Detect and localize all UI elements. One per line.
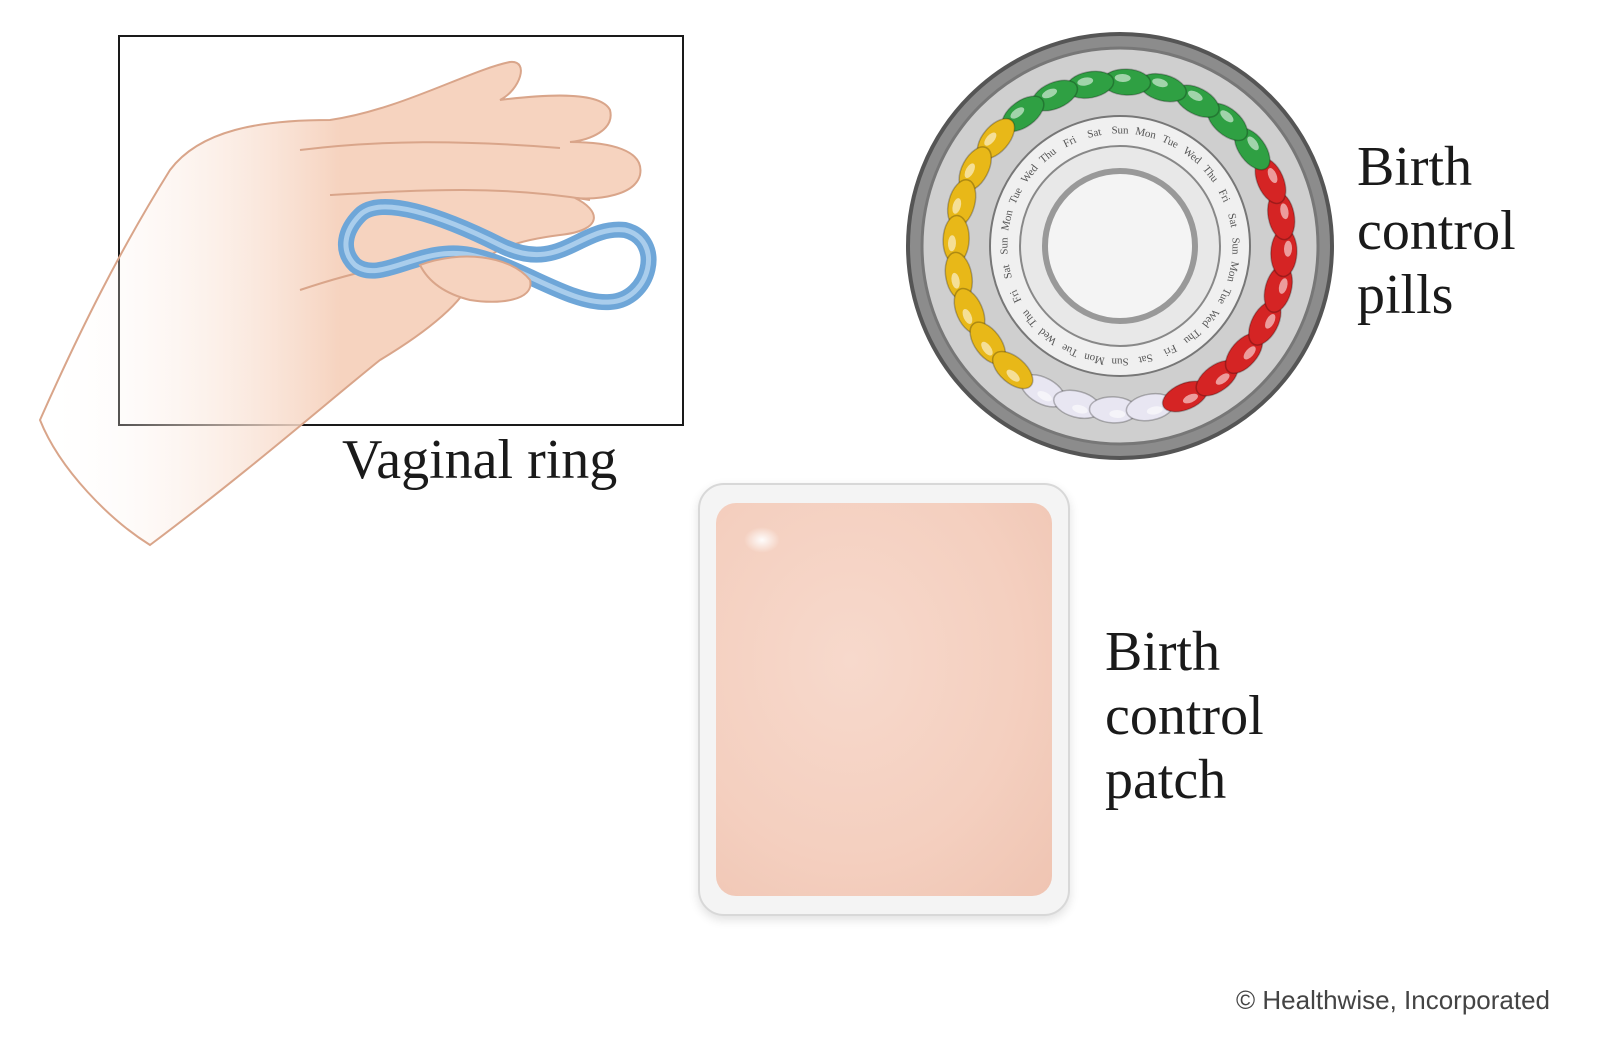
birth-control-pills-label: Birth control pills (1357, 135, 1516, 327)
pill-highlight (964, 163, 975, 178)
patch-shine (744, 527, 780, 553)
pill-day-label: Sun (1111, 355, 1129, 367)
pill-highlight (1284, 240, 1293, 257)
pill-highlight (1215, 373, 1230, 385)
pill-highlight (1247, 136, 1259, 151)
pill-highlight (1006, 369, 1020, 382)
birth-control-patch-label: Birth control patch (1105, 620, 1264, 812)
pill-highlight (1077, 77, 1094, 86)
pill-highlight (1146, 406, 1163, 415)
pill-highlight (1109, 410, 1126, 419)
patch-label-line-2: control (1105, 685, 1264, 747)
pill-highlight (951, 272, 960, 289)
pill-day-label: Mon (1134, 125, 1157, 141)
pill-day-label: Mon (1082, 350, 1105, 366)
pill-highlight (981, 341, 993, 356)
pill-pack-center-dial (1042, 168, 1198, 324)
pill-highlight (952, 198, 962, 214)
pill-highlight (1278, 278, 1288, 294)
pill-highlight (962, 308, 973, 324)
vaginal-ring-label: Vaginal ring (342, 429, 618, 491)
pill-day-label: Fri (1062, 134, 1079, 150)
pill-highlight (984, 132, 997, 146)
pill-day-label: Fri (1008, 288, 1024, 305)
pill-highlight (1188, 90, 1203, 101)
pill-day-label: Fri (1162, 342, 1179, 358)
pill-day-label: Sat (1000, 264, 1015, 280)
pills-label-line-2: control (1357, 200, 1516, 262)
pill-highlight (1182, 393, 1198, 404)
hand-shape (38, 60, 642, 547)
pill-day-label: Sun (1111, 125, 1129, 137)
pill-highlight (1152, 78, 1168, 88)
pill-highlight (1220, 110, 1234, 123)
patch-label-line-1: Birth (1105, 621, 1221, 683)
pill-highlight (1267, 168, 1278, 184)
pill-highlight (1010, 107, 1025, 119)
pill-highlight (1072, 404, 1088, 414)
patch-label-line-3: patch (1105, 749, 1227, 811)
patch-adhesive-area (716, 503, 1052, 896)
pill-highlight (1243, 346, 1256, 360)
pill-day-label: Sun (1229, 237, 1241, 255)
pill-highlight (947, 235, 956, 252)
birth-control-patch-illustration (698, 483, 1070, 916)
pill-day-label: Mon (999, 208, 1015, 231)
pill-day-label: Sat (1225, 212, 1240, 228)
pill-highlight (1114, 73, 1131, 82)
pills-label-line-3: pills (1357, 264, 1454, 326)
pill-highlight (1037, 391, 1052, 402)
pill-highlight (1042, 88, 1058, 99)
pill-day-label: Mon (1224, 260, 1240, 283)
pill-day-label: Sun (999, 237, 1011, 255)
vaginal-ring-frame (118, 35, 684, 426)
pill-day-label: Fri (1216, 188, 1232, 205)
pills-label-line-1: Birth (1357, 136, 1473, 198)
pill-day-label: Sat (1138, 351, 1154, 366)
pill-highlight (1280, 203, 1289, 220)
pill-day-label: Sat (1086, 126, 1102, 141)
pill-highlight (1265, 314, 1276, 329)
pill-yellow (991, 350, 1034, 390)
copyright-credit: © Healthwise, Incorporated (1236, 985, 1550, 1015)
